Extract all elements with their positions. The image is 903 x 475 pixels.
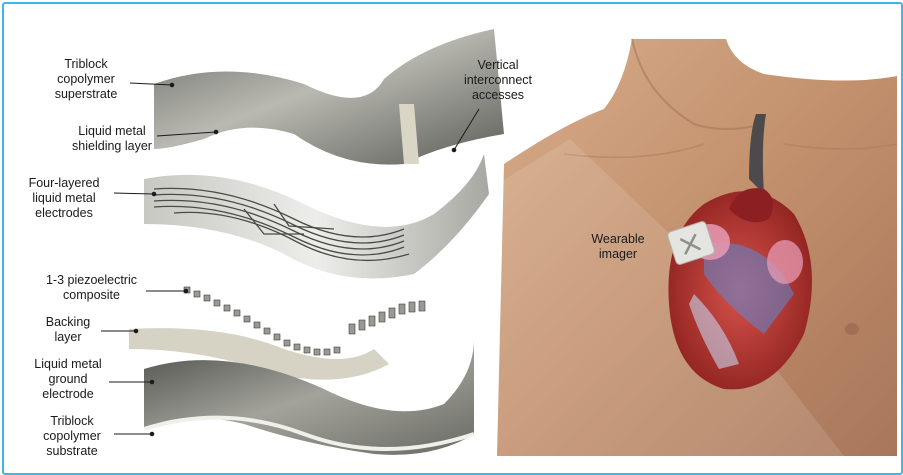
label-vertical-line1: Vertical: [452, 58, 544, 73]
label-backing-line2: layer: [34, 330, 102, 345]
label-backing: Backing layer: [34, 315, 102, 345]
label-superstrate-line3: superstrate: [41, 87, 131, 102]
label-substrate-line2: copolymer: [29, 429, 115, 444]
leader-dot-vertical: [452, 148, 456, 152]
torso-illustration: [497, 39, 897, 456]
label-imager-line1: Wearable: [582, 232, 654, 247]
leader-dot-electrodes: [152, 192, 156, 196]
label-electrodes-line3: electrodes: [12, 206, 116, 221]
label-superstrate: Triblock copolymer superstrate: [41, 57, 131, 102]
label-substrate-line3: substrate: [29, 444, 115, 459]
label-electrodes: Four-layered liquid metal electrodes: [12, 176, 116, 221]
layer-stack: [129, 29, 504, 455]
label-substrate-line1: Triblock: [29, 414, 115, 429]
label-imager-line2: imager: [582, 247, 654, 262]
label-piezo-line2: composite: [34, 288, 149, 303]
leader-dot-substrate: [150, 432, 154, 436]
label-imager: Wearable imager: [582, 232, 654, 262]
label-electrodes-line2: liquid metal: [12, 191, 116, 206]
label-vertical-line2: interconnect: [452, 73, 544, 88]
label-shielding: Liquid metal shielding layer: [62, 124, 162, 154]
label-ground-line3: electrode: [26, 387, 110, 402]
label-piezo-line1: 1-3 piezoelectric: [34, 273, 149, 288]
leader-dot-superstrate: [170, 83, 174, 87]
label-ground-line2: ground: [26, 372, 110, 387]
leader-dot-shielding: [214, 130, 218, 134]
label-substrate: Triblock copolymer substrate: [29, 414, 115, 459]
label-superstrate-line2: copolymer: [41, 72, 131, 87]
label-shielding-line2: shielding layer: [62, 139, 162, 154]
label-shielding-line1: Liquid metal: [62, 124, 162, 139]
label-ground: Liquid metal ground electrode: [26, 357, 110, 402]
leader-dot-backing: [134, 329, 138, 333]
label-superstrate-line1: Triblock: [41, 57, 131, 72]
label-ground-line1: Liquid metal: [26, 357, 110, 372]
leader-dot-piezo: [184, 289, 188, 293]
label-vertical: Vertical interconnect accesses: [452, 58, 544, 103]
label-piezo: 1-3 piezoelectric composite: [34, 273, 149, 303]
label-electrodes-line1: Four-layered: [12, 176, 116, 191]
leader-dot-ground: [150, 380, 154, 384]
label-vertical-line3: accesses: [452, 88, 544, 103]
label-backing-line1: Backing: [34, 315, 102, 330]
